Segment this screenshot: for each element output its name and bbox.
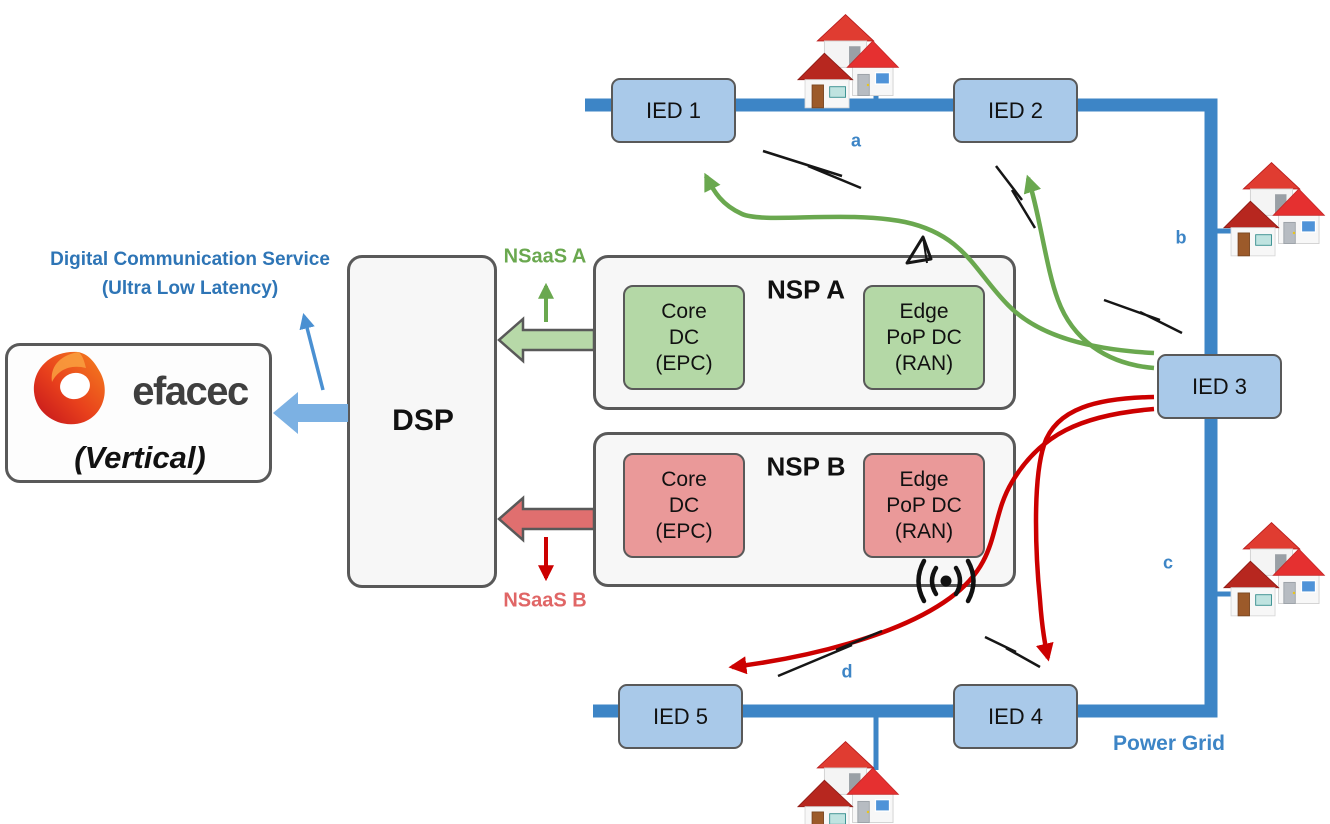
nsp-b-edge-dc-box: Edge PoP DC (RAN) xyxy=(863,453,985,558)
link-c-label: c xyxy=(1162,552,1174,573)
houses-bottom xyxy=(797,740,899,824)
nsp-b-title: NSP B xyxy=(766,451,846,482)
core-dc-line: Core xyxy=(661,467,707,491)
dsp-label: DSP xyxy=(392,404,454,437)
edge-dc-line: PoP DC xyxy=(886,325,962,349)
ied-3-box: IED 3 xyxy=(1157,354,1282,419)
flash-near-ied3 xyxy=(1103,298,1183,335)
core-dc-line: Core xyxy=(661,299,707,323)
edge-dc-line: Edge xyxy=(899,299,949,323)
flash-near-ied4 xyxy=(984,635,1041,669)
ied-3-label: IED 3 xyxy=(1191,373,1248,399)
nsp-b-to-dsp-arrow xyxy=(497,495,596,543)
ied-5-label: IED 5 xyxy=(652,703,709,729)
link-d-label: d xyxy=(841,661,853,682)
service-label-line1: Digital Communication Service xyxy=(50,249,330,270)
ied-2-label: IED 2 xyxy=(987,97,1044,123)
slice-a-curve-to-ied2 xyxy=(1023,174,1155,371)
power-grid-label: Power Grid xyxy=(1112,732,1226,755)
dsp-box xyxy=(347,255,497,588)
digital-service-arrow xyxy=(299,312,325,391)
slice-b-curve-to-ied4 xyxy=(1033,394,1155,662)
efacec-logo-text: efacec xyxy=(132,369,249,414)
link-a-label: a xyxy=(850,130,862,151)
dsp-to-vertical-arrow xyxy=(273,392,348,434)
flash-near-ied2 xyxy=(995,165,1037,229)
houses-right-c xyxy=(1223,521,1325,617)
edge-dc-line: (RAN) xyxy=(894,351,954,375)
nsaas-a-label: NSaaS A xyxy=(503,245,587,268)
flash-near-ied5 xyxy=(777,629,883,678)
flash-near-ied1 xyxy=(762,149,862,190)
service-label-line2: (Ultra Low Latency) xyxy=(101,278,279,299)
core-dc-line: DC xyxy=(668,325,700,349)
ied-2-box: IED 2 xyxy=(953,78,1078,143)
nsp-a-edge-dc-box: Edge PoP DC (RAN) xyxy=(863,285,985,390)
wireless-link-flash-icon xyxy=(762,149,1183,678)
vertical-role-label: (Vertical) xyxy=(74,440,206,475)
core-dc-line: (EPC) xyxy=(655,351,713,375)
nsaas-b-label: NSaaS B xyxy=(503,589,587,612)
nsp-b-core-dc-box: Core DC (EPC) xyxy=(623,453,745,558)
nsp-a-title: NSP A xyxy=(766,274,846,305)
nsp-a-to-dsp-arrow xyxy=(497,316,596,364)
edge-dc-line: PoP DC xyxy=(886,493,962,517)
link-b-label: b xyxy=(1175,227,1187,248)
ied-4-label: IED 4 xyxy=(987,703,1044,729)
edge-dc-line: Edge xyxy=(899,467,949,491)
ied-4-box: IED 4 xyxy=(953,684,1078,749)
houses-top xyxy=(797,13,899,109)
ied-1-label: IED 1 xyxy=(645,97,702,123)
ied-5-box: IED 5 xyxy=(618,684,743,749)
core-dc-line: (EPC) xyxy=(655,519,713,543)
ied-1-box: IED 1 xyxy=(611,78,736,143)
nsp-a-core-dc-box: Core DC (EPC) xyxy=(623,285,745,390)
houses-right-b xyxy=(1223,161,1325,257)
edge-dc-line: (RAN) xyxy=(894,519,954,543)
efacec-logo-icon xyxy=(33,351,105,425)
core-dc-line: DC xyxy=(668,493,700,517)
